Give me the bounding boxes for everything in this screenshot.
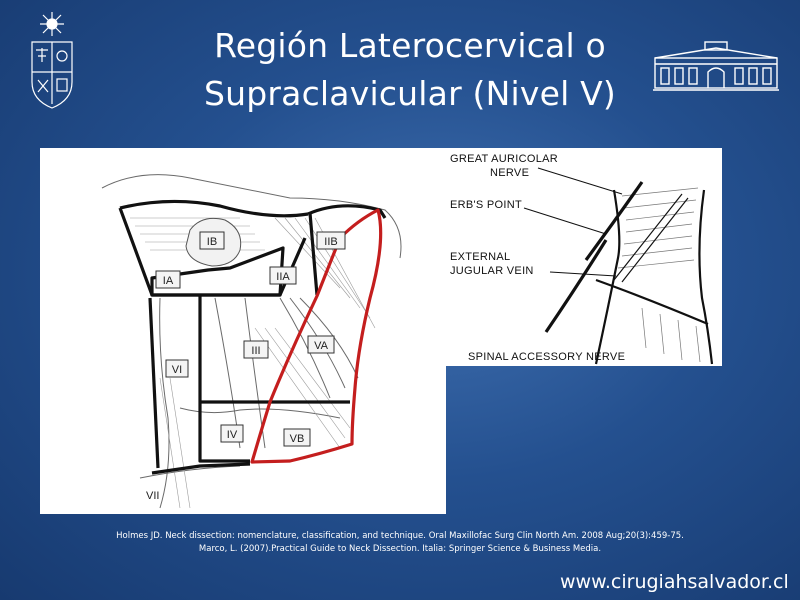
svg-text:SPINAL ACCESSORY NERVE: SPINAL ACCESSORY NERVE	[468, 351, 625, 363]
label-spinal-accessory-nerve: SPINAL ACCESSORY NERVE	[468, 351, 625, 363]
svg-text:IA: IA	[163, 275, 174, 287]
references: Holmes JD. Neck dissection: nomenclature…	[60, 530, 740, 556]
hospital-building-icon	[653, 41, 779, 91]
level-label-VA: VA	[307, 335, 335, 354]
svg-text:VB: VB	[290, 433, 305, 445]
title-line-2: Supraclavicular (Nivel V)	[203, 74, 616, 113]
level-label-IIB: IIB	[316, 231, 346, 250]
svg-text:VI: VI	[172, 364, 182, 376]
svg-text:IIA: IIA	[276, 271, 290, 283]
citation-marco: Marco, L. (2007).Practical Guide to Neck…	[198, 544, 602, 554]
svg-text:ERB'S POINT: ERB'S POINT	[450, 199, 522, 211]
svg-text:VA: VA	[314, 340, 329, 352]
level-label-IB: IB	[199, 231, 225, 250]
university-crest-icon	[31, 12, 73, 109]
level-v-highlight	[250, 208, 383, 464]
title-line-1: Región Laterocervical o	[214, 26, 606, 65]
site-url: www.cirugiahsalvador.cl	[560, 571, 789, 593]
university-crest-logo	[26, 12, 78, 112]
slide-title: Región Laterocervical o Supraclavicular …	[150, 22, 670, 118]
svg-text:IIB: IIB	[324, 236, 337, 248]
neck-anatomy-illustration: IB IIB IA IIA III VA VI IV	[101, 174, 402, 509]
level-label-IA: IA	[155, 270, 181, 289]
hospital-building-logo	[653, 40, 779, 92]
level-label-IIA: IIA	[269, 266, 297, 285]
citation-holmes: Holmes JD. Neck dissection: nomenclature…	[116, 531, 684, 541]
level-label-VII: VII	[146, 490, 159, 502]
svg-text:III: III	[251, 345, 260, 357]
svg-text:IB: IB	[207, 236, 217, 248]
label-erbs-point: ERB'S POINT	[450, 199, 522, 211]
level-label-IV: IV	[220, 424, 244, 443]
level-label-VB: VB	[283, 428, 311, 447]
level-label-III: III	[243, 340, 269, 359]
svg-text:IV: IV	[227, 429, 238, 441]
neck-levels-diagram: IB IIB IA IIA III VA VI IV	[40, 148, 446, 514]
level-label-VI: VI	[165, 359, 189, 378]
